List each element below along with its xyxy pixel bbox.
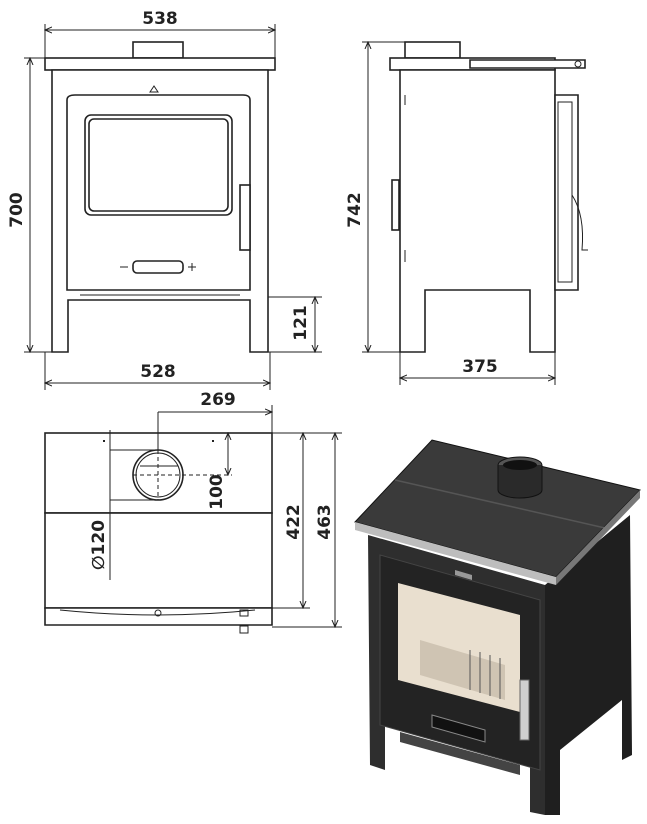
front-view: 538 700 528 121 [7,9,322,390]
flue-offset-side-label: 269 [200,390,236,410]
stove-3d-render [354,439,641,815]
front-base-width-label: 528 [140,362,176,382]
flue-offset-back-label: 100 [207,474,227,510]
body-depth-label: 422 [284,504,304,540]
side-depth-label: 375 [462,357,498,377]
flue-diameter-label: ∅120 [89,520,109,570]
leg-height-label: 121 [291,305,311,341]
side-view: 742 375 [345,42,588,385]
side-height-label: 742 [345,192,365,228]
front-height-label: 700 [7,192,27,228]
front-width-label: 538 [142,9,178,29]
top-view: 269 100 ∅120 422 463 [44,390,342,634]
overall-depth-label: 463 [315,504,335,540]
